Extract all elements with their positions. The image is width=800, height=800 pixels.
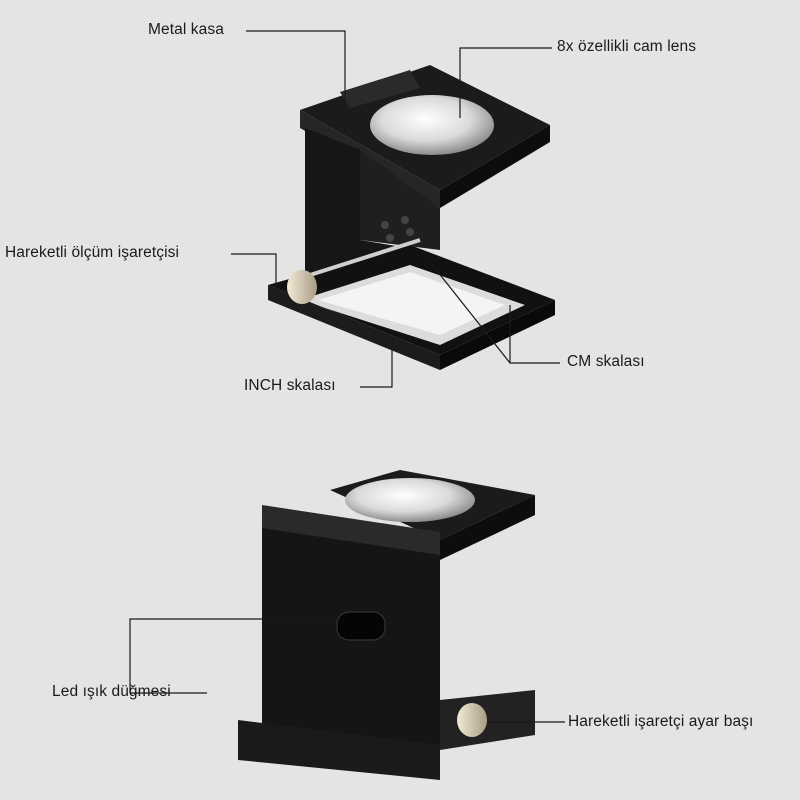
led-switch-icon [336, 611, 386, 641]
lens-icon [370, 95, 494, 155]
leader-lines [129, 30, 565, 723]
knob-icon [287, 270, 317, 304]
label-cm-scale: CM skalası [567, 353, 645, 370]
label-led-button: Led ışık düğmesi [52, 683, 171, 700]
label-marker-knob: Hareketli işaretçi ayar başı [568, 713, 754, 730]
label-moving-marker: Hareketli ölçüm işaretçisi [5, 244, 180, 261]
label-inch-scale: INCH skalası [244, 377, 336, 394]
label-lens: 8x özellikli cam lens [557, 38, 697, 55]
label-metal-case: Metal kasa [148, 21, 224, 38]
loupe-open [268, 65, 555, 370]
loupe-folded [238, 470, 535, 780]
